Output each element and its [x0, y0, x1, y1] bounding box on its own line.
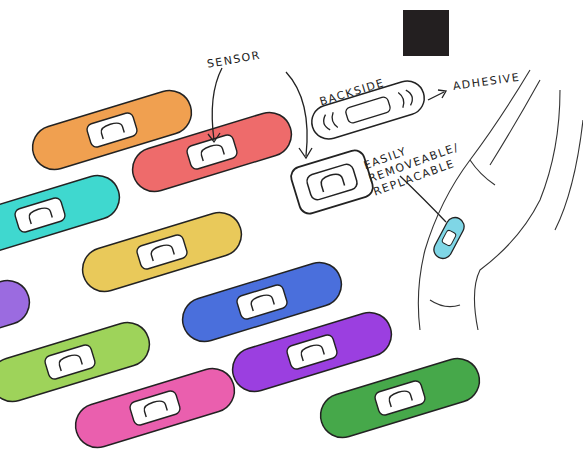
part-label: ADHESIVE — [452, 66, 553, 94]
colored-patches — [0, 85, 485, 453]
worn-patch — [431, 214, 468, 261]
callout-label: SENSOR — [206, 42, 297, 71]
black-square — [403, 10, 449, 56]
arm-sketch — [418, 70, 583, 330]
sensor-module — [289, 148, 376, 216]
note-label: EASILY REMOVEABLE/ REPLACABLE — [362, 126, 470, 200]
